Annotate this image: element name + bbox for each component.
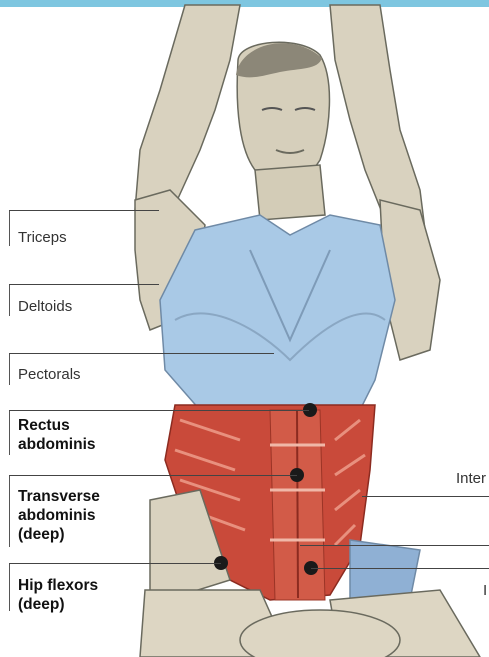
leader-line-triceps [9,210,159,211]
label-pectorals: Pectorals [18,365,81,384]
leader-tick-triceps [9,210,10,246]
label-right-cut-bottom: I [483,581,487,600]
leader-line-transverse [9,475,297,476]
leader-tick-pectorals [9,353,10,385]
leader-tick-transverse [9,475,10,547]
leader-line-right-mid [300,545,489,546]
head [236,42,329,182]
leader-line-hip [9,563,221,564]
leader-line-internal-obliques [362,496,489,497]
label-deltoids: Deltoids [18,297,72,316]
shirt [160,215,395,410]
label-transverse-abdominis: Transverse abdominis (deep) [18,487,100,544]
label-rectus-abdominis: Rectus abdominis [18,416,96,454]
leader-line-deltoids [9,284,159,285]
leader-line-right-bottom [311,568,489,569]
label-triceps: Triceps [18,228,67,247]
leader-line-pectorals [9,353,274,354]
leader-tick-rectus [9,410,10,455]
leader-line-rectus [9,410,309,411]
leader-tick-deltoids [9,284,10,316]
label-hip-flexors: Hip flexors (deep) [18,576,98,614]
neck [255,165,325,220]
label-internal-obliques-cut: Inter [456,469,486,488]
leader-tick-hip [9,563,10,611]
